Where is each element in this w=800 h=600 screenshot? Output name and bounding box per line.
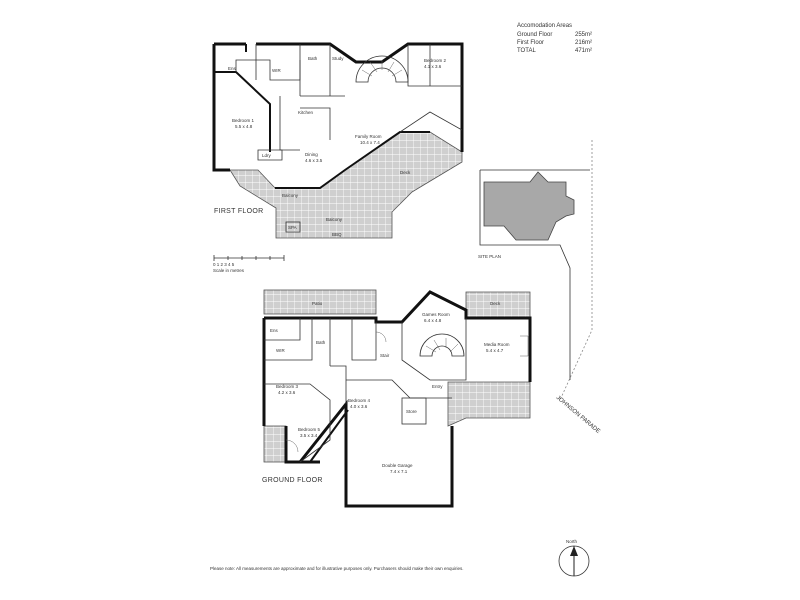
gf-deck-label: Deck	[490, 301, 501, 306]
areas-ground-value: 255m²	[575, 32, 592, 38]
ff-bath: Bath	[308, 56, 318, 61]
first-floor-label: FIRST FLOOR	[214, 208, 263, 215]
areas-title: Accomodation Areas	[517, 23, 572, 29]
scale-bar-caption: Scale in metres	[213, 268, 245, 273]
areas-table: Accomodation Areas Ground Floor 255m² Fi…	[517, 23, 592, 54]
areas-first-label: First Floor	[517, 40, 544, 46]
ff-bed2-dim: 4.1 x 3.6	[424, 64, 442, 69]
ground-floor-label: GROUND FLOOR	[262, 477, 323, 484]
gf-spiral-stair	[419, 333, 465, 357]
scale-bar: 0 1 2 3 4 5 Scale in metres	[213, 255, 285, 273]
ff-balcony-b: Balcony	[326, 217, 343, 222]
gf-games-dim: 6.4 x 4.8	[424, 318, 442, 323]
areas-first-value: 216m²	[575, 40, 592, 46]
spa-outline	[285, 221, 301, 233]
gf-wir: WIR	[276, 348, 285, 353]
ff-bed1-dim: 5.5 x 4.8	[235, 124, 253, 129]
gf-media-dim: 5.4 x 4.7	[486, 348, 504, 353]
gf-garage: Double Garage	[382, 463, 413, 468]
first-floor-plan	[212, 42, 464, 239]
ff-dining: Dining	[305, 152, 318, 157]
gf-bed3-dim: 4.2 x 3.6	[278, 390, 296, 395]
ff-ldry: Ldry	[262, 153, 272, 158]
gf-store	[401, 397, 427, 425]
gf-patio	[263, 289, 377, 315]
areas-ground-label: Ground Floor	[517, 32, 552, 38]
gf-lower-deck	[447, 381, 531, 427]
ff-bed1: Bedroom 1	[232, 118, 255, 123]
scale-bar-ticks: 0 1 2 3 4 5	[213, 262, 235, 267]
disclaimer: Please note: All measurements are approx…	[210, 566, 464, 571]
gf-outer-wall	[262, 290, 532, 508]
ff-wir: WIR	[272, 68, 281, 73]
gf-bed4-dim: 4.0 x 3.6	[350, 404, 368, 409]
site-boundary	[479, 169, 590, 380]
gf-ens: Ens	[270, 328, 279, 333]
gf-store-label: Store	[406, 409, 417, 414]
gf-patio-label: Patio	[312, 301, 323, 306]
ff-deck: Deck	[400, 170, 411, 175]
site-roof-outline	[483, 171, 575, 241]
ff-spa: SPA	[288, 225, 297, 230]
gf-bed4: Bedroom 4	[348, 398, 371, 403]
ff-kitchen: Kitchen	[298, 110, 314, 115]
gf-media: Media Room	[484, 342, 510, 347]
ff-dining-dim: 4.6 x 3.5	[305, 158, 323, 163]
first-floor-balcony	[229, 131, 463, 239]
ff-family: Family Room	[355, 134, 382, 139]
site-plan-label: SITE PLAN	[478, 254, 501, 259]
ff-study: Study	[332, 56, 344, 61]
ff-ens: Ens	[228, 66, 237, 71]
street-name: JOHNSON PARADE	[555, 395, 601, 435]
gf-bed3: Bedroom 3	[276, 384, 299, 389]
north-label: North	[566, 539, 578, 544]
first-floor-spiral-stair	[355, 55, 409, 83]
gf-bath: Bath	[316, 340, 326, 345]
gf-entry: Entry	[432, 384, 443, 389]
areas-total-label: TOTAL	[517, 48, 536, 54]
gf-bed5-dim: 3.5 x 3.4	[300, 433, 318, 438]
north-arrow: North	[558, 539, 590, 577]
gf-garage-dim: 7.4 x 7.1	[390, 469, 408, 474]
first-floor-bedroom-wall	[214, 71, 271, 152]
ff-bbq: BBQ	[332, 232, 342, 237]
gf-games: Games Room	[422, 312, 450, 317]
ff-balcony-a: Balcony	[282, 193, 299, 198]
gf-bed5: Bedroom 5	[298, 427, 321, 432]
ff-bed2: Bedroom 2	[424, 58, 447, 63]
gf-stair: Stair	[380, 353, 390, 358]
gf-bed5-courtyard	[263, 425, 287, 463]
ground-floor-plan	[262, 289, 532, 508]
areas-total-value: 471m²	[575, 48, 592, 54]
ff-family-dim: 10.4 x 7.4	[360, 140, 380, 145]
